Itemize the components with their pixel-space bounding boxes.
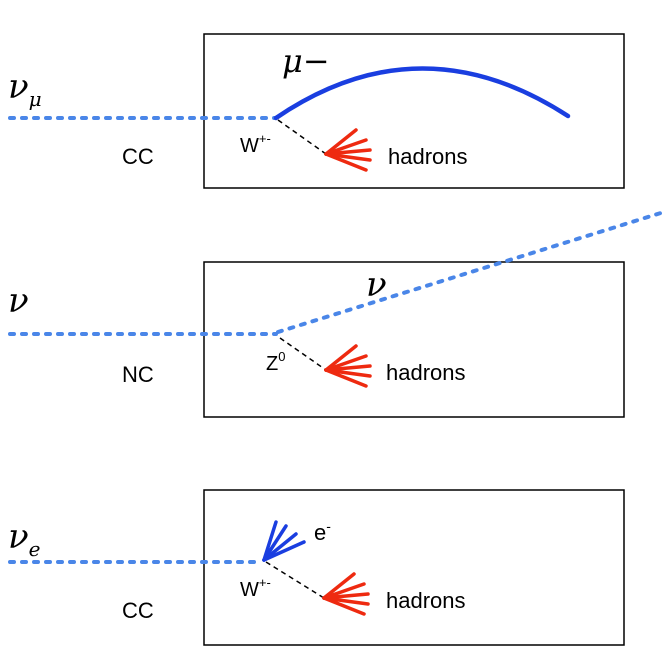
detector-box — [203, 33, 625, 189]
incoming-neutrino-label: νe — [8, 517, 41, 561]
muon-track — [273, 66, 571, 121]
interaction-type-label: CC — [122, 598, 154, 623]
hadron-ray — [324, 368, 372, 378]
boson-line — [277, 119, 327, 155]
detector-box — [203, 261, 625, 418]
hadron-ray — [322, 596, 370, 606]
boson-line — [279, 337, 327, 371]
panel-cc-electron: νe CC e- W+- hadrons — [8, 489, 625, 646]
hadron-jet — [324, 128, 372, 172]
incoming-neutrino-label: νμ — [8, 67, 42, 111]
muon-label: μ− — [282, 42, 330, 80]
electron-ray — [262, 540, 306, 562]
hadron-ray — [324, 344, 358, 372]
hadrons-label: hadrons — [386, 360, 466, 385]
interaction-type-label: NC — [122, 362, 154, 387]
interaction-type-label: CC — [122, 144, 154, 169]
hadron-ray — [324, 368, 368, 388]
hadrons-label: hadrons — [388, 144, 468, 169]
hadron-ray — [322, 596, 366, 616]
hadron-ray — [324, 128, 358, 156]
hadrons-label: hadrons — [386, 588, 466, 613]
boson-label: Z0 — [266, 349, 285, 375]
boson-line — [265, 561, 325, 599]
hadron-ray — [322, 572, 356, 600]
hadron-jet — [322, 572, 370, 616]
hadron-ray — [324, 152, 372, 162]
panel-nc: ν ν NC Z0 hadrons — [8, 210, 666, 418]
detector-box — [203, 489, 625, 646]
panel-cc-muon: νμ CC μ− W+- hadrons — [8, 33, 625, 189]
electron-ray — [262, 524, 288, 562]
outgoing-neutrino-label: ν — [366, 265, 387, 305]
electron-ray — [262, 532, 298, 562]
outgoing-neutrino-track — [276, 210, 666, 334]
boson-label: W+- — [240, 575, 271, 601]
incoming-neutrino-label: ν — [8, 281, 29, 321]
boson-label: W+- — [240, 131, 271, 157]
hadron-jet — [324, 344, 372, 388]
electron-ray — [262, 520, 278, 562]
electron-shower — [262, 520, 306, 562]
electron-label: e- — [314, 518, 331, 545]
hadron-ray — [324, 152, 368, 172]
